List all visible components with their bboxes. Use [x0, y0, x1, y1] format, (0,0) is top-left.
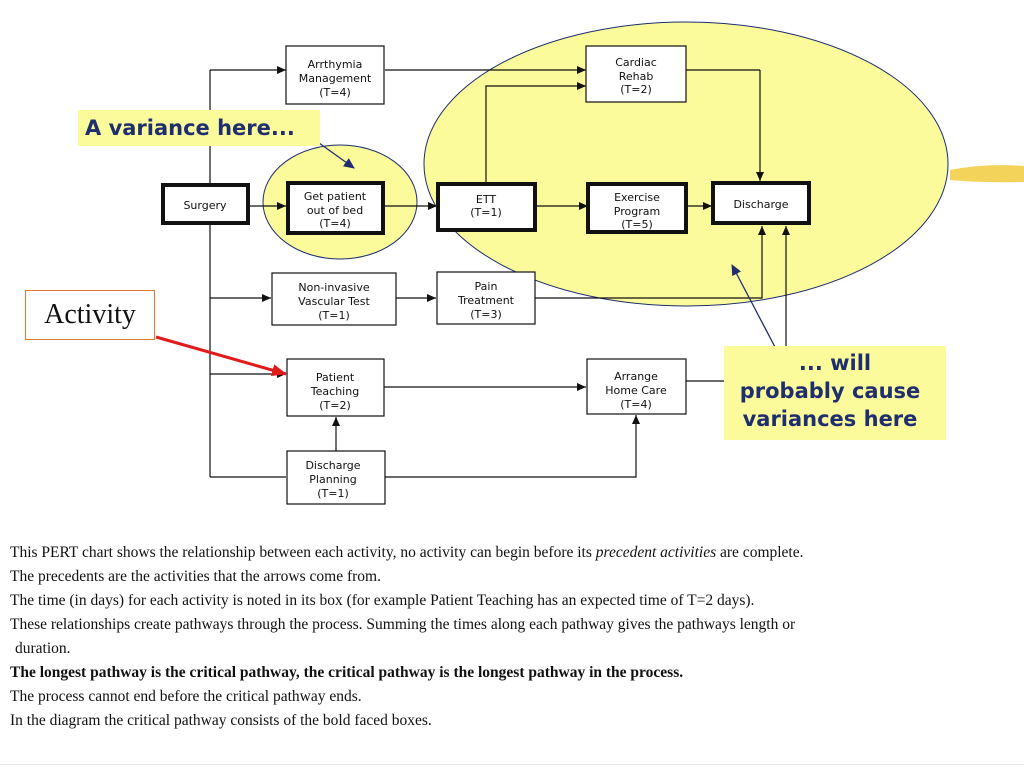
description-line: duration.: [15, 640, 71, 657]
svg-text:(T=4): (T=4): [319, 217, 351, 230]
svg-text:Surgery: Surgery: [183, 199, 227, 212]
svg-text:Vascular Test: Vascular Test: [298, 295, 370, 308]
svg-text:(T=5): (T=5): [621, 218, 653, 231]
node-discharge: Discharge: [711, 181, 811, 225]
svg-text:Treatment: Treatment: [457, 294, 515, 307]
description-line: This PERT chart shows the relationship b…: [10, 544, 804, 561]
svg-text:Home Care: Home Care: [605, 384, 667, 397]
description-line: These relationships create pathways thro…: [10, 616, 796, 633]
description-text: This PERT chart shows the relationship b…: [10, 541, 1024, 733]
svg-text:(T=4): (T=4): [620, 398, 652, 411]
svg-text:Get patient: Get patient: [304, 190, 367, 203]
node-arrhythmia-management: Arrthymia Management (T=4): [285, 45, 385, 105]
svg-text:(T=1): (T=1): [470, 206, 502, 219]
svg-text:Rehab: Rehab: [619, 70, 654, 83]
svg-text:Non-invasive: Non-invasive: [298, 281, 369, 294]
svg-text:Discharge: Discharge: [305, 459, 360, 472]
will-callout-box: [724, 346, 946, 440]
bottom-divider: [0, 764, 1024, 765]
will-callout-line: probably cause: [740, 379, 921, 403]
highlighter-mark: [950, 165, 1024, 183]
svg-text:Pain: Pain: [475, 280, 498, 293]
node-surgery: Surgery: [161, 183, 250, 225]
node-exercise-program: Exercise Program (T=5): [586, 182, 688, 234]
svg-text:Discharge: Discharge: [733, 198, 788, 211]
node-pain-treatment: Pain Treatment (T=3): [436, 271, 536, 325]
svg-text:Exercise: Exercise: [614, 191, 660, 204]
description-line: The precedents are the activities that t…: [10, 568, 381, 585]
description-line: The time (in days) for each activity is …: [10, 592, 755, 609]
svg-text:(T=2): (T=2): [620, 83, 652, 96]
svg-text:(T=1): (T=1): [318, 309, 350, 322]
activity-arrow: [155, 335, 287, 376]
svg-text:(T=2): (T=2): [319, 399, 351, 412]
description-line-bold: The longest pathway is the critical path…: [10, 664, 684, 681]
will-arrow: [731, 264, 776, 348]
node-ett: ETT (T=1): [436, 182, 537, 232]
node-get-patient-out-of-bed: Get patient out of bed (T=4): [286, 181, 385, 235]
variance-callout-text: A variance here...: [85, 116, 295, 140]
node-arrange-home-care: Arrange Home Care (T=4): [586, 358, 687, 415]
node-discharge-planning: Discharge Planning (T=1): [286, 450, 386, 505]
svg-text:(T=4): (T=4): [319, 86, 351, 99]
svg-text:Cardiac: Cardiac: [615, 56, 657, 69]
svg-text:out of bed: out of bed: [307, 204, 363, 217]
node-patient-teaching: Patient Teaching (T=2): [286, 358, 385, 417]
svg-text:Management: Management: [299, 72, 372, 85]
node-cardiac-rehab: Cardiac Rehab (T=2): [585, 45, 687, 103]
svg-text:ETT: ETT: [476, 193, 496, 206]
svg-text:(T=1): (T=1): [317, 487, 349, 500]
connectors: [209, 66, 790, 478]
activity-label: Activity: [25, 290, 155, 340]
svg-text:Arrthymia: Arrthymia: [308, 58, 363, 71]
pert-chart: A variance here... ... will probably cau…: [78, 21, 1024, 505]
svg-text:(T=3): (T=3): [470, 308, 502, 321]
will-callout-line: ... will: [799, 351, 871, 375]
precedent-activities-term: precedent activities: [595, 544, 717, 561]
will-callout-line: variances here: [743, 407, 918, 431]
critical-region-ellipse: [423, 21, 949, 307]
will-callout-text: ... will probably cause variances here: [740, 351, 921, 431]
description-line: The process cannot end before the critic…: [10, 688, 362, 705]
svg-text:Patient: Patient: [316, 371, 355, 384]
node-non-invasive-vascular-test: Non-invasive Vascular Test (T=1): [271, 272, 397, 326]
svg-text:Planning: Planning: [309, 473, 356, 486]
svg-text:Teaching: Teaching: [310, 385, 359, 398]
variance-callout-box: [78, 110, 320, 146]
svg-text:Arrange: Arrange: [614, 370, 658, 383]
svg-text:Program: Program: [614, 205, 660, 218]
description-line: In the diagram the critical pathway cons…: [10, 712, 432, 729]
